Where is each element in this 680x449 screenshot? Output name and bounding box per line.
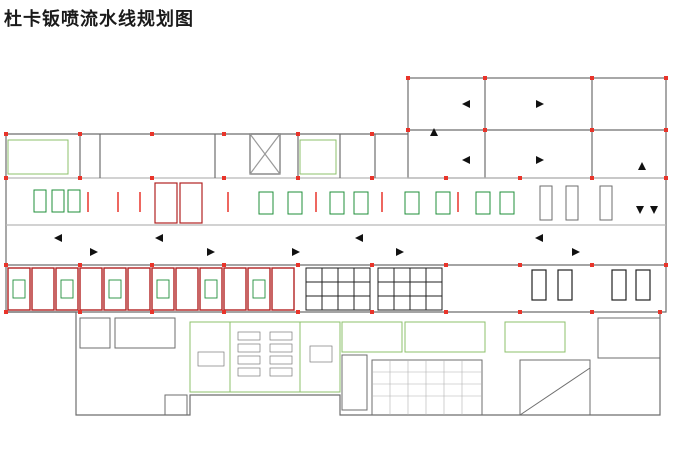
arrow-icon [430,128,438,136]
lower-grid [372,360,482,415]
prep-station-row [33,189,515,215]
bay-lifts [12,279,266,299]
red-markers [87,192,459,212]
page-title: 杜卡钣喷流水线规划图 [4,9,194,30]
structural-columns [4,76,668,314]
arrow-icon [536,100,544,108]
arrow-icon [54,234,62,242]
arrow-icon [535,234,543,242]
arrow-icon [396,248,404,256]
flow-arrows [54,100,658,256]
office-desks [197,331,333,377]
arrow-icon [155,234,163,242]
arrow-icon [462,156,470,164]
repair-bays [7,267,295,311]
arrow-icon [650,206,658,214]
arrow-icon [638,162,646,170]
curing-stations [531,269,651,301]
arrow-icon [636,206,644,214]
spray-booth-pair [154,182,203,224]
arrow-icon [572,248,580,256]
paint-booths [305,267,443,311]
arrow-icon [355,234,363,242]
arrow-icon [292,248,300,256]
lower-rooms [79,317,661,416]
arrow-icon [90,248,98,256]
drying-units [539,185,613,221]
arrow-icon [536,156,544,164]
arrow-icon [207,248,215,256]
arrow-icon [462,100,470,108]
office-zone [7,139,566,393]
building-walls [5,77,667,416]
